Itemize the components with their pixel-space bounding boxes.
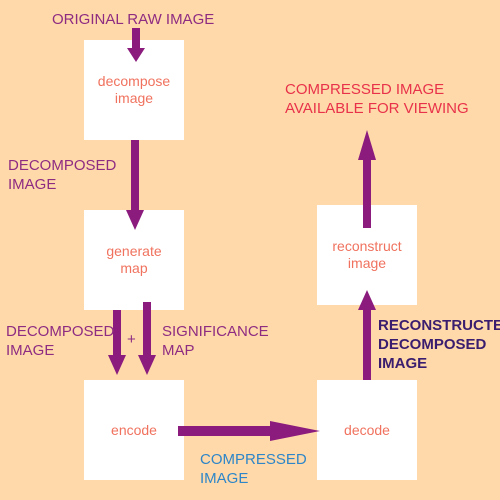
label-original-raw-image: ORIGINAL RAW IMAGE (52, 11, 215, 28)
label-plus: + (127, 331, 136, 348)
label-compressed-available: COMPRESSED IMAGE AVAILABLE FOR VIEWING (285, 81, 469, 117)
arrow-encode-to-decode (178, 421, 320, 441)
generate-map-box: generate map (84, 210, 184, 310)
arrow-generate-to-encode-right (138, 302, 156, 375)
arrow-raw-to-decompose (127, 28, 145, 62)
label-decomposed-image-bottom: DECOMPOSED IMAGE (6, 323, 115, 359)
decode-box: decode (317, 380, 417, 480)
label-significance-map: SIGNIFICANCE MAP (162, 323, 269, 359)
arrow-decode-to-reconstruct (358, 290, 376, 380)
arrow-generate-to-encode-left (108, 310, 126, 375)
label-compressed-image: COMPRESSED IMAGE (200, 451, 307, 487)
arrow-decompose-to-generate (126, 140, 144, 230)
arrow-reconstruct-to-output (358, 130, 376, 228)
label-decomposed-image-top: DECOMPOSED IMAGE (8, 157, 117, 193)
encode-box: encode (84, 380, 184, 480)
